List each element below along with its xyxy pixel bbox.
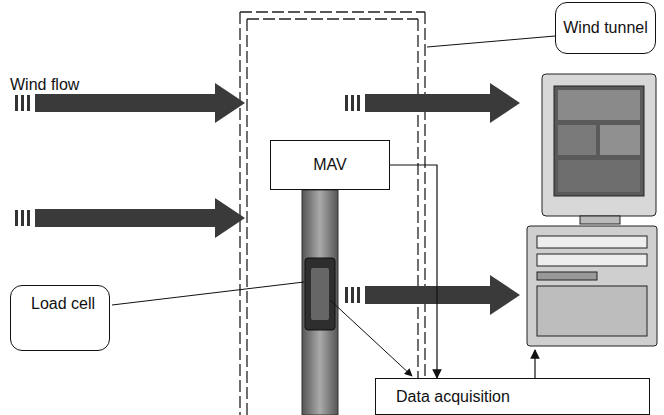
- wind-arrow: [15, 198, 245, 238]
- flow-label: Wind flow: [10, 76, 79, 94]
- box-label: Wind tunnel: [563, 18, 648, 37]
- box-label: MAV: [313, 155, 346, 174]
- callout-box: Wind tunnel: [555, 2, 656, 54]
- wind-arrow: [345, 275, 520, 315]
- mav-box: MAV: [270, 140, 390, 190]
- box-label: Data acquisition: [396, 387, 510, 406]
- wind-arrow: [345, 83, 520, 123]
- computer-icon: [527, 74, 657, 346]
- signal-wire: [534, 350, 535, 378]
- load-cell-body: [305, 258, 335, 330]
- daq-box: Data acquisition: [375, 378, 650, 415]
- load-cell-face: [311, 268, 329, 320]
- callout-box: Load cell: [10, 285, 110, 351]
- signal-connector: [390, 165, 437, 378]
- leader-line: [112, 282, 304, 305]
- box-label: Load cell: [31, 294, 95, 313]
- wind-tunnel-wall: [240, 12, 425, 415]
- signal-wire: [330, 300, 412, 376]
- leader-line: [427, 36, 555, 47]
